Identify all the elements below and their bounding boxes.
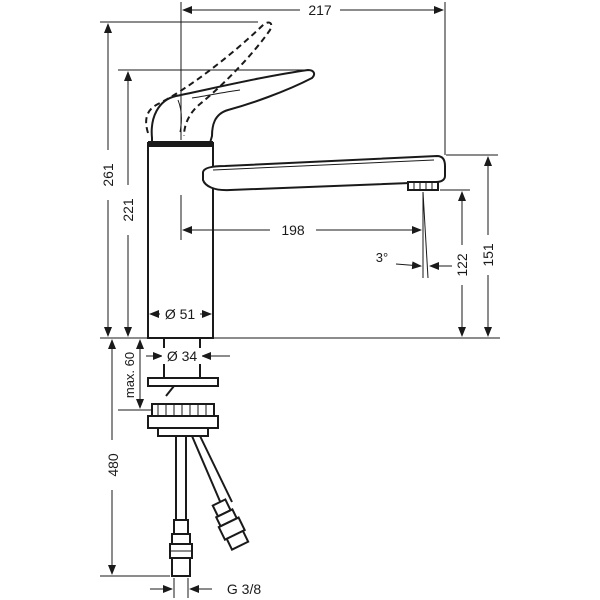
dim-total-height-label: 261 [100,163,116,187]
dim-spout-top-height: 151 [446,154,498,337]
dim-total-height: 261 [100,21,258,337]
dim-body-diameter-label: Ø 51 [165,306,196,322]
dim-max-deck-label: max. 60 [122,352,137,398]
dim-spout-reach-label: 198 [281,222,305,238]
dim-body-diameter: Ø 51 [149,306,212,322]
lever-handle [150,68,316,144]
dim-hose-length-label: 480 [105,453,121,477]
dim-spout-top-height-label: 151 [480,243,496,267]
dim-connection-thread-label: G 3/8 [227,581,261,597]
dim-max-deck: max. 60 [118,339,152,411]
washer-plate [147,377,219,387]
lever-handle-raised [145,21,273,137]
hose-fitting-right [211,498,250,551]
dim-spout-clearance-label: 122 [454,253,470,277]
dim-connection-thread: G 3/8 [150,578,261,598]
mounting-nut [151,403,215,417]
dim-spout-reach: 198 [180,195,422,240]
hose-fitting-left [169,519,193,577]
hoses [175,435,233,520]
dim-body-height: 221 [118,69,310,337]
dim-hole-diameter: Ø 34 [146,348,230,364]
dim-body-height-label: 221 [120,198,136,222]
dim-hole-diameter-label: Ø 34 [167,348,198,364]
dim-hose-length: 480 [100,339,170,577]
dim-total-reach-label: 217 [308,2,332,18]
dim-spout-clearance: 122 [440,189,470,337]
nut-threads [157,404,207,416]
spout [202,154,446,192]
dim-spout-angle: 3° [376,191,452,279]
dim-total-reach: 217 [180,2,446,155]
aerator [407,181,439,191]
dim-spout-angle-label: 3° [376,250,388,265]
